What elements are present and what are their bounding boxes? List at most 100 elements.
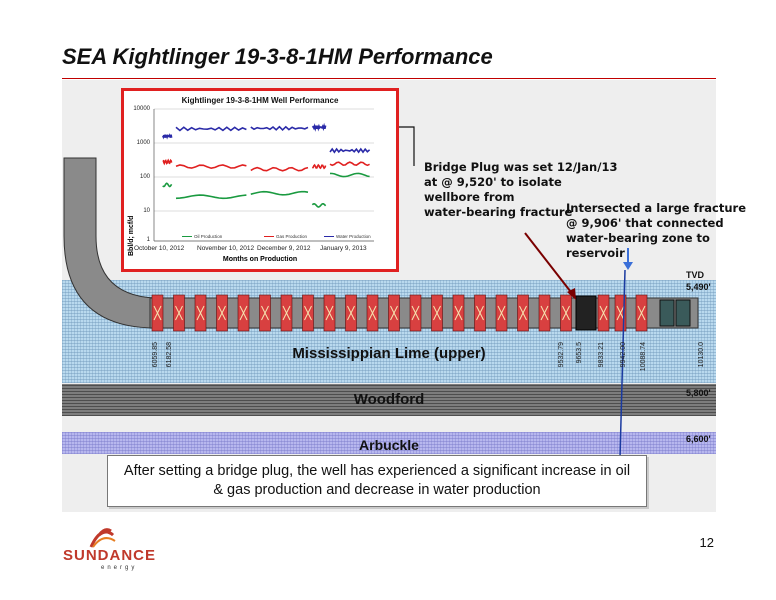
legend-gas-swatch [264,236,274,238]
perforation-mark [325,305,334,321]
page-number: 12 [699,535,714,550]
bridge-plug-arrow [524,232,575,297]
perforation-mark [599,305,608,321]
series-oil-production-segment [162,182,173,188]
perforation-mark [261,305,269,321]
bridge-plug-line-2: at @ 9,520' to isolate [424,175,562,189]
sundance-logo: SUNDANCE energy [63,521,155,581]
depth-label-right-3: 9833.21 [598,342,605,368]
y-tick-10: 10 [143,208,150,214]
chart-plot [153,108,374,242]
summary-callout: After setting a bridge plug, the well ha… [107,455,647,507]
series-oil-production-segment [250,190,309,196]
fracture-arrowhead [623,262,633,270]
water-fracture-line [619,269,626,459]
perforation-mark [562,305,570,321]
y-tick-1000: 1000 [136,140,150,146]
bridge-plug [575,295,597,331]
perforation-mark [368,305,377,321]
logo-subtitle: energy [101,565,138,571]
legend-oil-swatch [182,236,192,238]
series-gas-production-segment [250,166,309,172]
x-axis-label: Months on Production [222,256,298,263]
series-water-production-segment [162,133,173,140]
perforation-mark [196,305,205,321]
woodford-layer: Woodford [62,384,716,416]
performance-chart: Kightlinger 19-3-8-1HM Well Performance … [121,88,399,272]
chart-series [162,122,371,208]
tvd-woodford: 5,800' [686,388,711,398]
toe-tool-1 [659,299,675,327]
slide-title: SEA Kightlinger 19-3-8-1HM Performance [62,44,493,69]
tvd-top: 5,490' [686,282,711,292]
title-divider [62,78,716,79]
perforation-mark [304,305,312,321]
depth-label-right-5: 10088.74 [640,342,647,372]
y-tick-100: 100 [139,174,150,180]
perforation-mark [239,305,248,321]
perforation-mark [433,305,441,321]
bridge-plug-line-4: water-bearing fracture [424,205,573,219]
series-oil-production-segment [311,202,327,208]
bridge-plug-arrowhead [567,288,576,300]
series-water-production-segment [175,126,247,132]
perforation-mark [390,305,398,321]
series-water-production-segment [329,147,371,154]
perforation-mark [153,305,162,321]
series-water-production-segment [311,122,327,132]
series-gas-production-segment [175,164,247,170]
frac-stages [151,294,648,332]
perforation-mark [476,305,484,321]
perforation-mark [519,305,527,321]
perforation-mark [497,305,506,321]
perforation-mark [637,305,646,321]
x-tick-2: November 10, 2012 [197,245,255,252]
depth-label-right-4: 9942.00 [620,342,627,368]
bridge-plug-annotation: Bridge Plug was set 12/Jan/13 at @ 9,520… [424,160,617,220]
perforation-mark [347,305,355,321]
depth-label-right-1: 9532.79 [558,342,565,368]
y-tick-10000: 10000 [133,106,150,112]
toe-tool-2 [675,299,691,327]
bridge-plug-line-3: wellbore from [424,190,515,204]
x-tick-1: October 10, 2012 [134,245,185,252]
mississippian-label: Mississippian Lime (upper) [292,345,486,362]
fracture-line-4: reservoir [566,246,625,260]
legend-gas: Gas Production [264,234,307,239]
chart-title: Kightlinger 19-3-8-1HM Well Performance [181,96,339,105]
depth-label-right-6: 10130.0 [698,342,705,368]
series-gas-production-segment [162,158,173,166]
fracture-annotation: Intersected a large fracture @ 9,906' th… [566,201,746,261]
x-tick-4: January 9, 2013 [320,245,367,252]
legend-water-label: Water Production [336,234,371,239]
tvd-heading: TVD [686,270,704,280]
perforation-mark [218,305,226,321]
series-gas-production-segment [329,161,370,167]
arbuckle-label: Arbuckle [359,437,419,453]
legend-gas-label: Gas Production [276,234,308,239]
depth-label-right-2: 9653.5 [576,342,583,364]
x-tick-3: December 9, 2012 [257,245,311,252]
logo-sun-icon [89,528,116,548]
fracture-line-3: water-bearing zone to [566,231,710,245]
woodford-label: Woodford [353,391,425,408]
perforation-mark [616,305,625,321]
tvd-arbuckle: 6,600' [686,434,711,444]
fracture-line-1: Intersected a large fracture [566,201,747,215]
legend-water-swatch [324,236,334,238]
legend-oil: Oil Production [182,234,222,239]
series-water-production-segment [250,125,309,132]
depth-label-left-2: 6182.58 [166,342,173,368]
legend-water: Water Production [324,234,371,239]
bridge-plug-line-1: Bridge Plug was set 12/Jan/13 [424,160,618,174]
logo-wordmark: SUNDANCE [63,547,157,564]
fracture-line-2: @ 9,906' that connected [566,216,724,230]
perforation-mark [411,305,420,321]
y-tick-1: 1 [146,237,150,243]
series-oil-production-segment [329,172,370,178]
perforation-mark [282,305,291,321]
depth-label-left-1: 6059.85 [152,342,159,368]
legend-oil-label: Oil Production [194,234,223,239]
series-oil-production-segment [175,194,247,200]
